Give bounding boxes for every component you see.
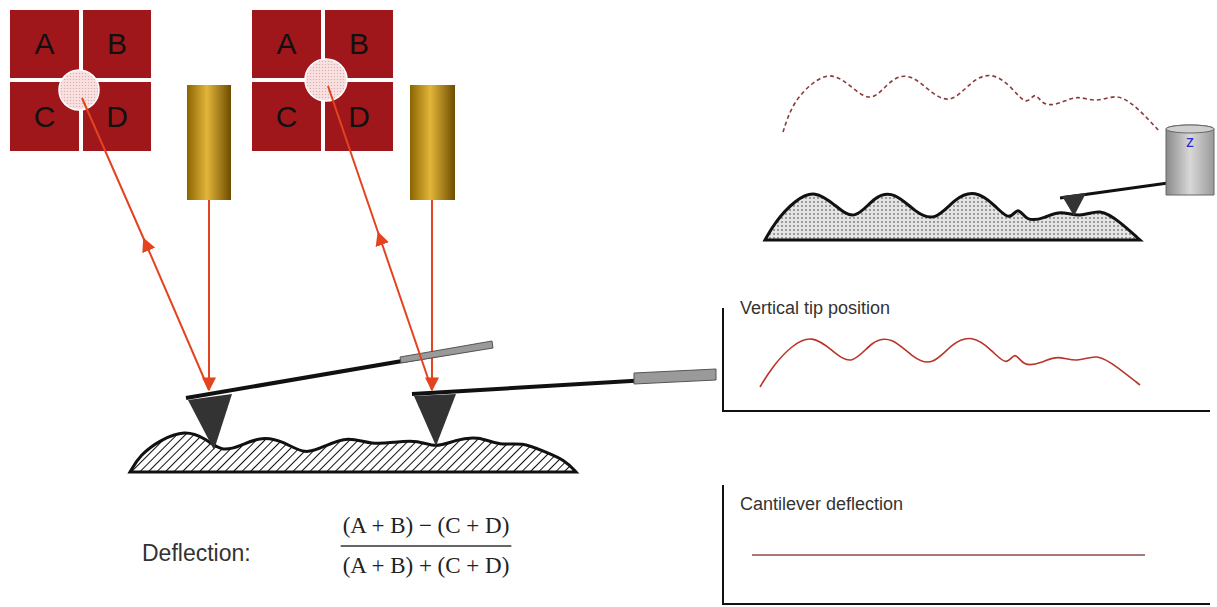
graph-title: Cantilever deflection bbox=[740, 494, 903, 516]
laser-beam bbox=[208, 200, 210, 390]
photodiode-quadrant: B bbox=[83, 10, 151, 78]
sample-surface bbox=[765, 194, 1140, 240]
afm-tip bbox=[414, 394, 456, 446]
laser-beam bbox=[431, 200, 433, 390]
photodiode-quadrant: C bbox=[10, 82, 79, 151]
axis-letter: z bbox=[1186, 134, 1194, 150]
photodiode-quadrant: A bbox=[10, 10, 79, 78]
fraction-bar bbox=[341, 545, 512, 546]
photodiode-quadrant: D bbox=[83, 82, 151, 151]
photodiode-quadrant: D bbox=[325, 82, 393, 151]
formula-denominator-text: (A + B) + (C + D) bbox=[343, 553, 510, 578]
z-scanner: z bbox=[1165, 124, 1215, 196]
dashed-topography bbox=[783, 76, 1160, 132]
quadrant-letter: C bbox=[276, 102, 298, 132]
formula-numerator-text: (A + B) − (C + D) bbox=[343, 513, 510, 538]
cantilever-base bbox=[634, 369, 716, 384]
graph-axes bbox=[723, 308, 1210, 411]
formula-name: Deflection: bbox=[142, 540, 251, 568]
quadrant-letter: C bbox=[34, 102, 56, 132]
graph-title-text: Vertical tip position bbox=[740, 298, 890, 318]
quadrant-letter: A bbox=[276, 29, 296, 59]
formula-name-text: Deflection: bbox=[142, 540, 251, 566]
photodiode-quadrant: C bbox=[252, 82, 321, 151]
graph-title-text: Cantilever deflection bbox=[740, 494, 903, 514]
formula-numerator: (A + B) − (C + D) bbox=[343, 512, 510, 540]
graph-title: Vertical tip position bbox=[740, 298, 890, 320]
quadrant-letter: A bbox=[34, 29, 54, 59]
quadrant-letter: D bbox=[348, 102, 370, 132]
afm-tip bbox=[1062, 193, 1086, 216]
tip-position-curve bbox=[760, 339, 1140, 387]
graph-axes bbox=[723, 485, 1210, 604]
quadrant-letter: B bbox=[107, 29, 127, 59]
formula-denominator: (A + B) + (C + D) bbox=[343, 552, 510, 580]
quadrant-letter: B bbox=[349, 29, 369, 59]
cantilever-base bbox=[400, 341, 493, 363]
photodiode-quadrant: A bbox=[252, 10, 321, 78]
quadrant-letter: D bbox=[106, 102, 128, 132]
photodiode-quadrant: B bbox=[325, 10, 393, 78]
sample-surface bbox=[130, 433, 576, 472]
laser bbox=[187, 85, 231, 200]
deflection-line bbox=[752, 554, 1145, 555]
afm-tip bbox=[188, 394, 232, 450]
laser bbox=[410, 85, 455, 200]
